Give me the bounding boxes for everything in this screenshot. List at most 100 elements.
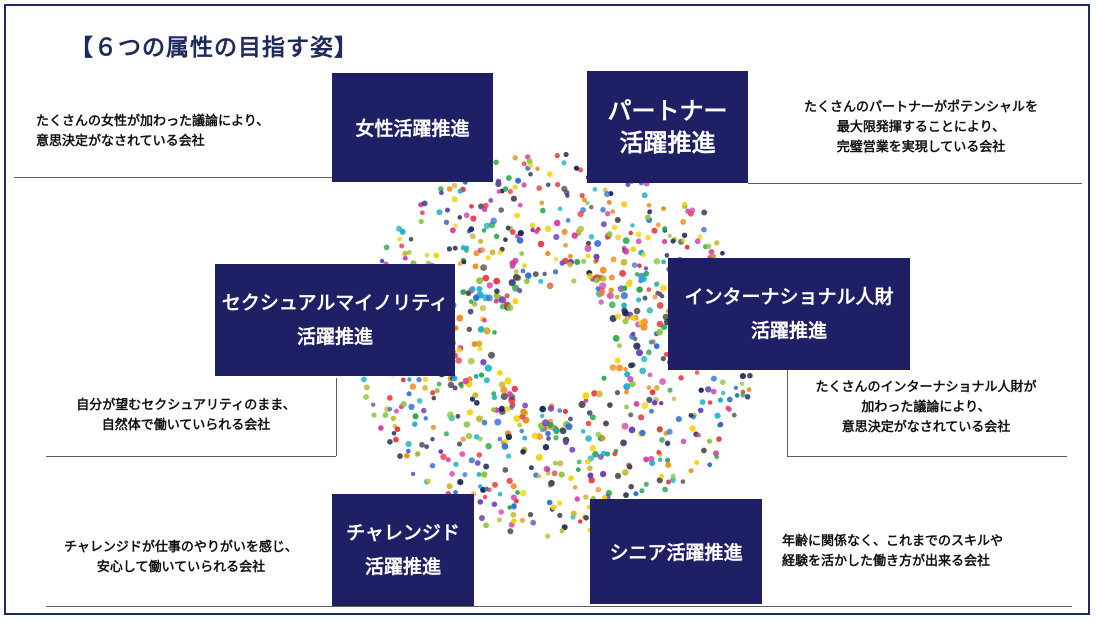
decorative-dot: [466, 326, 472, 332]
decorative-dot: [614, 357, 621, 364]
box-international: インターナショナル人財 活躍推進: [668, 258, 910, 370]
decorative-dot: [429, 463, 436, 469]
decorative-dot: [570, 510, 577, 517]
decorative-dot: [491, 407, 496, 413]
decorative-dot: [478, 484, 483, 489]
decorative-dot: [595, 431, 602, 438]
decorative-dot: [451, 196, 458, 203]
decorative-dot: [450, 227, 456, 234]
decorative-dot: [633, 491, 639, 497]
decorative-dot: [580, 429, 586, 434]
decorative-dot: [456, 441, 463, 447]
decorative-dot: [540, 207, 546, 214]
decorative-dot: [506, 477, 513, 484]
decorative-dot: [449, 471, 455, 477]
decorative-dot: [493, 159, 499, 165]
decorative-dot: [492, 330, 497, 335]
decorative-dot: [491, 501, 498, 508]
decorative-dot: [720, 251, 725, 256]
decorative-dot: [658, 457, 663, 462]
decorative-dot: [598, 299, 604, 305]
decorative-dot: [512, 184, 518, 190]
decorative-dot: [734, 393, 740, 398]
decorative-dot: [469, 204, 474, 209]
decorative-dot: [506, 304, 514, 312]
decorative-dot: [559, 427, 566, 433]
decorative-dot: [485, 443, 492, 450]
decorative-dot: [553, 256, 559, 262]
decorative-dot: [476, 472, 482, 477]
decorative-dot: [584, 459, 591, 465]
decorative-dot: [412, 421, 418, 427]
desc-sexual-minority: 自分が望むセクシュアリティのまま、 自然体で働いていられる会社: [76, 398, 296, 433]
decorative-dot: [493, 298, 499, 304]
decorative-dot: [547, 405, 555, 412]
decorative-dot: [455, 413, 461, 419]
desc-challenged: チャレンジドが仕事のやりがいを感じ、 安心して働いていられる会社: [64, 540, 298, 575]
decorative-dot: [497, 250, 503, 255]
decorative-dot: [608, 301, 616, 309]
decorative-dot: [548, 479, 555, 487]
decorative-dot: [631, 262, 638, 268]
decorative-dot: [436, 209, 443, 216]
decorative-dot: [513, 269, 519, 274]
decorative-dot: [481, 419, 488, 426]
decorative-dot: [402, 250, 408, 257]
decorative-dot: [609, 364, 617, 371]
decorative-dot: [600, 221, 607, 228]
decorative-dot: [659, 473, 664, 479]
decorative-dot: [520, 449, 526, 455]
decorative-dot: [525, 272, 532, 280]
decorative-dot: [522, 402, 529, 409]
decorative-dot: [497, 492, 503, 497]
decorative-dot: [446, 483, 453, 490]
decorative-dot: [592, 187, 598, 192]
decorative-dot: [633, 307, 641, 315]
decorative-dot: [656, 450, 662, 455]
decorative-dot: [565, 193, 570, 198]
desc-senior: 年齢に関係なく、これまでのスキルや 経験を活かした働き方が出来る会社: [782, 534, 1004, 569]
decorative-dot: [452, 385, 458, 391]
decorative-dot: [386, 395, 393, 401]
decorative-dot: [601, 494, 608, 501]
decorative-dot: [744, 394, 751, 400]
decorative-dot: [557, 408, 563, 413]
decorative-dot: [585, 200, 590, 206]
decorative-dot: [659, 437, 665, 443]
decorative-dot: [519, 428, 524, 434]
decorative-dot: [455, 357, 462, 364]
decorative-dot: [492, 481, 498, 488]
dot-ring: [355, 151, 754, 539]
decorative-dot: [670, 473, 676, 479]
decorative-dot: [636, 297, 642, 303]
decorative-dot: [708, 249, 715, 255]
divider-line: [787, 456, 1067, 457]
decorative-dot: [688, 468, 694, 474]
decorative-dot: [740, 392, 746, 398]
decorative-dot: [422, 376, 428, 382]
decorative-dot: [503, 438, 509, 444]
decorative-dot: [641, 192, 648, 199]
decorative-dot: [639, 275, 647, 283]
decorative-dot: [634, 272, 640, 277]
decorative-dot: [406, 250, 412, 255]
decorative-dot: [585, 420, 592, 427]
decorative-dot: [477, 326, 485, 333]
decorative-dot: [574, 259, 581, 265]
decorative-dot: [517, 422, 523, 428]
decorative-dot: [682, 201, 688, 207]
decorative-dot: [630, 314, 636, 321]
decorative-dot: [468, 457, 475, 464]
decorative-dot: [498, 405, 505, 412]
decorative-dot: [497, 517, 502, 523]
decorative-dot: [567, 261, 573, 268]
decorative-dot: [522, 435, 528, 441]
decorative-dot: [520, 489, 527, 497]
decorative-dot: [520, 268, 526, 274]
decorative-dot: [500, 392, 508, 401]
decorative-dot: [614, 472, 622, 479]
decorative-dot: [505, 453, 512, 459]
decorative-dot: [642, 295, 648, 301]
decorative-dot: [465, 432, 473, 440]
decorative-dot: [622, 318, 629, 325]
